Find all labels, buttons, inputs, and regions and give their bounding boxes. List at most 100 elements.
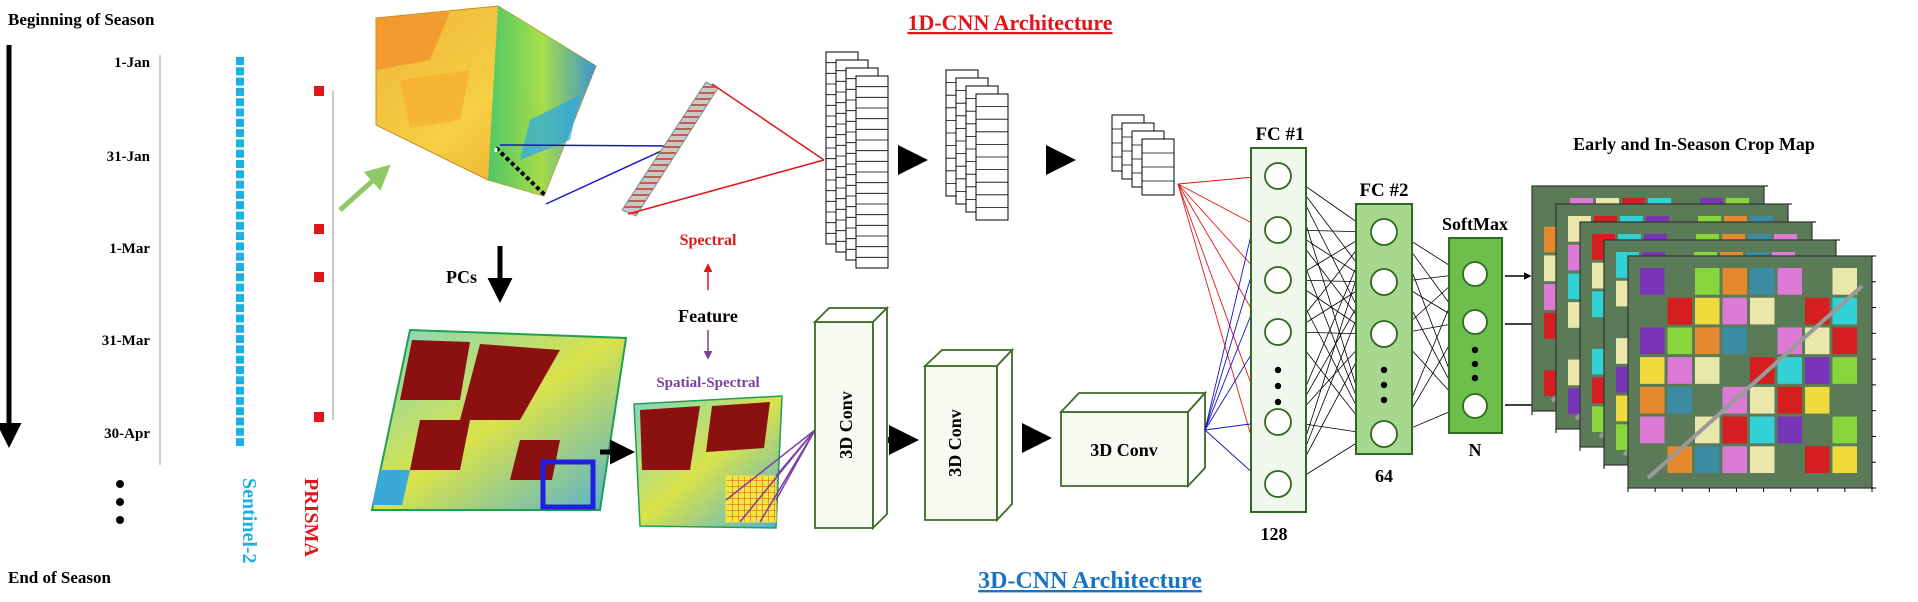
crop-map-stack — [1531, 185, 1876, 492]
sentinel-label: Sentinel-2 — [238, 478, 260, 564]
crop-field — [1750, 416, 1775, 444]
conv3d-label: 3D Conv — [836, 391, 856, 459]
crop-field — [1777, 357, 1802, 384]
sentinel-square — [236, 324, 244, 333]
crop-field — [1805, 446, 1830, 473]
sentinel-square — [236, 170, 244, 179]
ellipsis-dot — [1274, 366, 1282, 374]
cube-patch — [376, 12, 450, 70]
crop-field — [1640, 268, 1665, 295]
date-label: 31-Mar — [102, 333, 151, 349]
feature-label: Feature — [678, 306, 738, 326]
crop-field — [1640, 386, 1665, 414]
sentinel-square — [236, 160, 244, 168]
sentinel-square — [236, 304, 244, 313]
crop-field — [1695, 446, 1720, 473]
crop-field — [1832, 327, 1857, 355]
prisma-acquisitions — [314, 86, 324, 422]
sentinel-square — [236, 366, 244, 374]
connection-line — [711, 83, 825, 161]
spectral-label: Spectral — [680, 232, 737, 249]
ellipsis-dot — [1471, 360, 1479, 368]
pc-patch — [460, 344, 560, 420]
pc-patch — [372, 470, 410, 505]
ellipsis-dot — [1471, 374, 1479, 382]
sentinel-square — [236, 396, 244, 405]
timeline-end-label: End of Season — [8, 568, 112, 587]
sentinel-square — [236, 263, 244, 271]
neuron-node — [1370, 320, 1398, 348]
sentinel-square — [236, 283, 244, 292]
crop-field — [1667, 386, 1692, 414]
connection-line — [499, 144, 673, 147]
date-labels: 1-Jan 31-Jan 1-Mar 31-Mar 30-Apr — [102, 55, 151, 442]
conv3d-label: 3D Conv — [945, 409, 965, 477]
ellipsis-dot — [1274, 382, 1282, 390]
sentinel-square — [236, 190, 244, 199]
connection-line — [545, 145, 673, 205]
dense-connections — [1177, 175, 1464, 485]
sentinel-square — [236, 211, 244, 220]
pcs-label: PCs — [446, 267, 477, 287]
fc2-label: FC #2 — [1359, 180, 1408, 201]
sentinel-square — [236, 201, 244, 210]
neuron-node — [1370, 218, 1398, 246]
ellipsis-dot — [1274, 398, 1282, 406]
sentinel-square — [236, 98, 244, 107]
crop-field — [1722, 268, 1747, 295]
crop-field — [1667, 357, 1692, 384]
sentinel-square — [236, 77, 244, 86]
neuron-node — [1264, 318, 1292, 346]
pc-patch — [640, 406, 700, 470]
crop-field — [1750, 357, 1775, 384]
pc-patch — [706, 402, 770, 452]
sentinel-square — [236, 293, 244, 302]
sentinel-square — [236, 149, 244, 158]
sentinel-square — [236, 438, 244, 447]
spectral-vector — [621, 81, 719, 217]
sentinel-square — [236, 118, 244, 127]
ellipsis-dot — [1380, 396, 1388, 404]
neuron-node — [1264, 216, 1292, 244]
hyperspectral-cube — [375, 5, 597, 198]
sentinel-square — [236, 417, 244, 426]
date-label: 1-Jan — [114, 55, 150, 71]
sentinel-square — [236, 252, 244, 261]
date-label: 31-Jan — [107, 149, 151, 165]
crop-field — [1722, 327, 1747, 355]
sentinel-square — [236, 129, 244, 138]
crop-field — [1832, 357, 1857, 384]
conv3d-block-2: 3D Conv — [922, 347, 1015, 523]
conv3d-label: 3D Conv — [1090, 440, 1158, 460]
cnn3d-title: 3D-CNN Architecture — [978, 568, 1202, 594]
sentinel-acquisitions — [236, 57, 244, 447]
sentinel-square — [236, 180, 244, 189]
neuron-node — [1462, 261, 1488, 287]
crop-map — [1627, 255, 1876, 492]
feature-map-stack-1 — [825, 51, 889, 269]
green-arrow — [338, 164, 391, 212]
date-label: 30-Apr — [104, 426, 150, 442]
softmax-label: SoftMax — [1442, 214, 1508, 234]
crop-field — [1805, 357, 1830, 384]
ellipsis-dot — [1380, 366, 1388, 374]
softmax-units: N — [1469, 440, 1482, 460]
fc1-units: 128 — [1261, 524, 1288, 544]
sentinel-square — [236, 232, 244, 241]
crop-field — [1750, 297, 1775, 325]
crop-field — [1722, 446, 1747, 473]
crop-field — [1695, 357, 1720, 384]
sentinel-square — [236, 57, 244, 65]
neuron-node — [1370, 420, 1398, 448]
crop-field — [1695, 268, 1720, 295]
sentinel-square — [236, 345, 244, 354]
date-label: 1-Mar — [109, 241, 150, 257]
cube-side — [488, 6, 596, 196]
neuron-node — [1264, 408, 1292, 436]
feature-map-stack-2 — [945, 69, 1009, 221]
crop-field — [1640, 357, 1665, 384]
crop-field — [1722, 297, 1747, 325]
crop-field — [1832, 446, 1857, 473]
crop-field — [1640, 416, 1665, 444]
crop-field — [1667, 297, 1692, 325]
